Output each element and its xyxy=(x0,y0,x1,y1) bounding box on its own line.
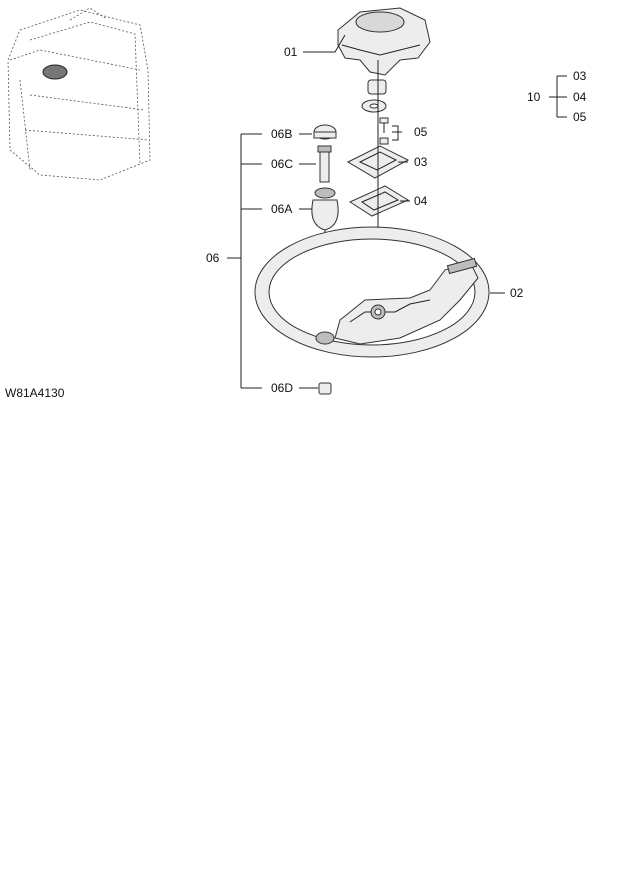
hub-washer xyxy=(361,99,387,113)
callout-02: 02 xyxy=(510,286,524,300)
kit-legend-kit: 10 xyxy=(527,90,541,104)
kit-legend-item: 05 xyxy=(573,110,587,124)
kit-legend-item: 03 xyxy=(573,69,587,83)
pad-04 xyxy=(348,185,410,217)
drawing-code: W81A4130 xyxy=(5,386,65,400)
knob-shaft-06C xyxy=(317,145,332,183)
callout-06B: 06B xyxy=(271,127,292,141)
callout-04: 04 xyxy=(414,194,428,208)
callout-06C: 06C xyxy=(271,157,293,171)
steering-wheel-cover-01 xyxy=(337,7,431,76)
callout-06D: 06D xyxy=(271,381,293,395)
callout-05: 05 xyxy=(414,125,428,139)
knob-body-06A xyxy=(311,187,339,231)
kit-legend-bracket xyxy=(549,75,567,118)
callout-06: 06 xyxy=(206,251,220,265)
kit-legend-item: 04 xyxy=(573,90,587,104)
callout-06A: 06A xyxy=(271,202,292,216)
leader-lines xyxy=(227,34,505,389)
hub-nut xyxy=(367,79,387,95)
callout-01: 01 xyxy=(284,45,298,59)
cab-locator-thumbnail xyxy=(7,7,151,181)
steering-wheel-location-marker xyxy=(42,64,68,80)
callout-03: 03 xyxy=(414,155,428,169)
screw-05 xyxy=(379,117,389,145)
steering-wheel-02 xyxy=(254,226,490,358)
knob-cap-06B xyxy=(313,124,337,140)
knob-nut-06D xyxy=(318,382,332,395)
